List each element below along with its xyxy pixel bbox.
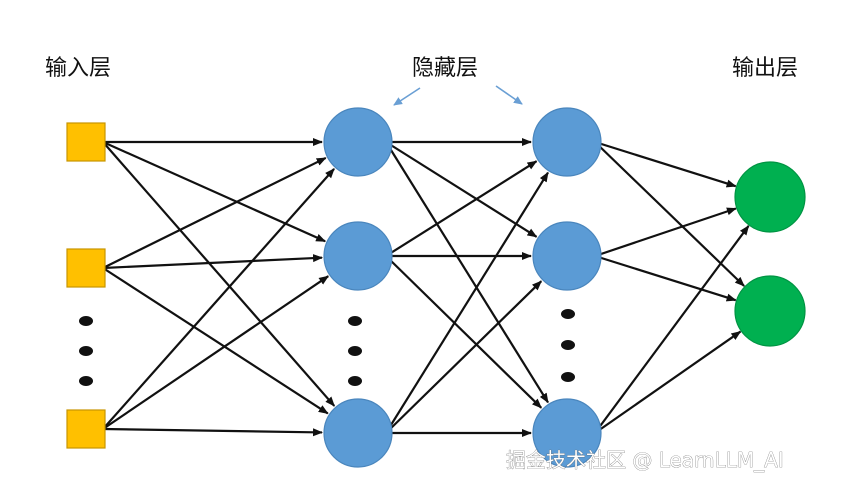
hidden2-node-3 <box>532 398 602 468</box>
connection-input-1-to-hidden1-3 <box>102 141 336 407</box>
hidden1-node-2 <box>323 221 393 291</box>
connection-hidden1-2-to-hidden2-1 <box>385 160 538 257</box>
ellipsis-dots <box>79 309 575 386</box>
connection-hidden1-3-to-hidden2-1 <box>385 171 549 434</box>
hidden2-ellipsis-dot-3 <box>561 372 575 382</box>
connection-hidden1-1-to-hidden2-3 <box>385 141 549 404</box>
watermark-text: 掘金技术社区 @ LearnLLM_AI <box>506 448 784 472</box>
hidden2-node-1 <box>532 107 602 177</box>
connection-hidden2-2-to-output-1 <box>594 207 737 258</box>
input-ellipsis-dot-1 <box>79 316 93 326</box>
connection-hidden2-3-to-output-2 <box>594 330 742 434</box>
hidden1-ellipsis-dot-2 <box>348 346 362 356</box>
pointer-arrow-right <box>495 85 523 105</box>
connection-hidden1-2-to-hidden2-3 <box>385 255 543 409</box>
connection-hidden2-1-to-output-2 <box>594 141 745 287</box>
input-node-3 <box>66 409 106 449</box>
connection-hidden2-3-to-output-1 <box>594 225 750 434</box>
connection-input-3-to-hidden1-1 <box>102 168 335 430</box>
hidden-layer-label: 隐藏层 <box>412 56 478 81</box>
connection-input-1-to-hidden1-2 <box>102 140 327 243</box>
connection-input-2-to-hidden1-2 <box>102 254 324 270</box>
output-node-1 <box>734 161 806 233</box>
output-node-2 <box>734 275 806 347</box>
connection-hidden1-1-to-hidden2-2 <box>385 141 538 238</box>
connections <box>102 138 750 437</box>
pointer-arrow-left <box>393 87 421 106</box>
input-ellipsis-dot-2 <box>79 346 93 356</box>
connection-hidden2-2-to-output-2 <box>594 254 737 302</box>
hidden2-ellipsis-dot-2 <box>561 340 575 350</box>
hidden-label-pointers <box>393 85 523 106</box>
connection-input-3-to-hidden1-3 <box>102 427 324 437</box>
connection-input-3-to-hidden1-2 <box>102 275 330 430</box>
connection-input-2-to-hidden1-1 <box>102 156 327 269</box>
input-layer-label: 输入层 <box>45 56 111 81</box>
hidden2-ellipsis-dot-1 <box>561 309 575 319</box>
connection-hidden2-1-to-output-1 <box>594 140 737 188</box>
hidden2-node-2 <box>532 221 602 291</box>
connection-hidden1-3-to-hidden2-2 <box>385 280 543 434</box>
input-node-2 <box>66 248 106 288</box>
output-layer-label: 输出层 <box>732 56 798 81</box>
nodes <box>66 107 806 468</box>
hidden1-ellipsis-dot-3 <box>348 376 362 386</box>
input-ellipsis-dot-3 <box>79 376 93 386</box>
connection-input-2-to-hidden1-3 <box>102 267 329 415</box>
hidden1-ellipsis-dot-1 <box>348 316 362 326</box>
hidden1-node-1 <box>323 107 393 177</box>
hidden1-node-3 <box>323 398 393 468</box>
input-node-1 <box>66 122 106 162</box>
